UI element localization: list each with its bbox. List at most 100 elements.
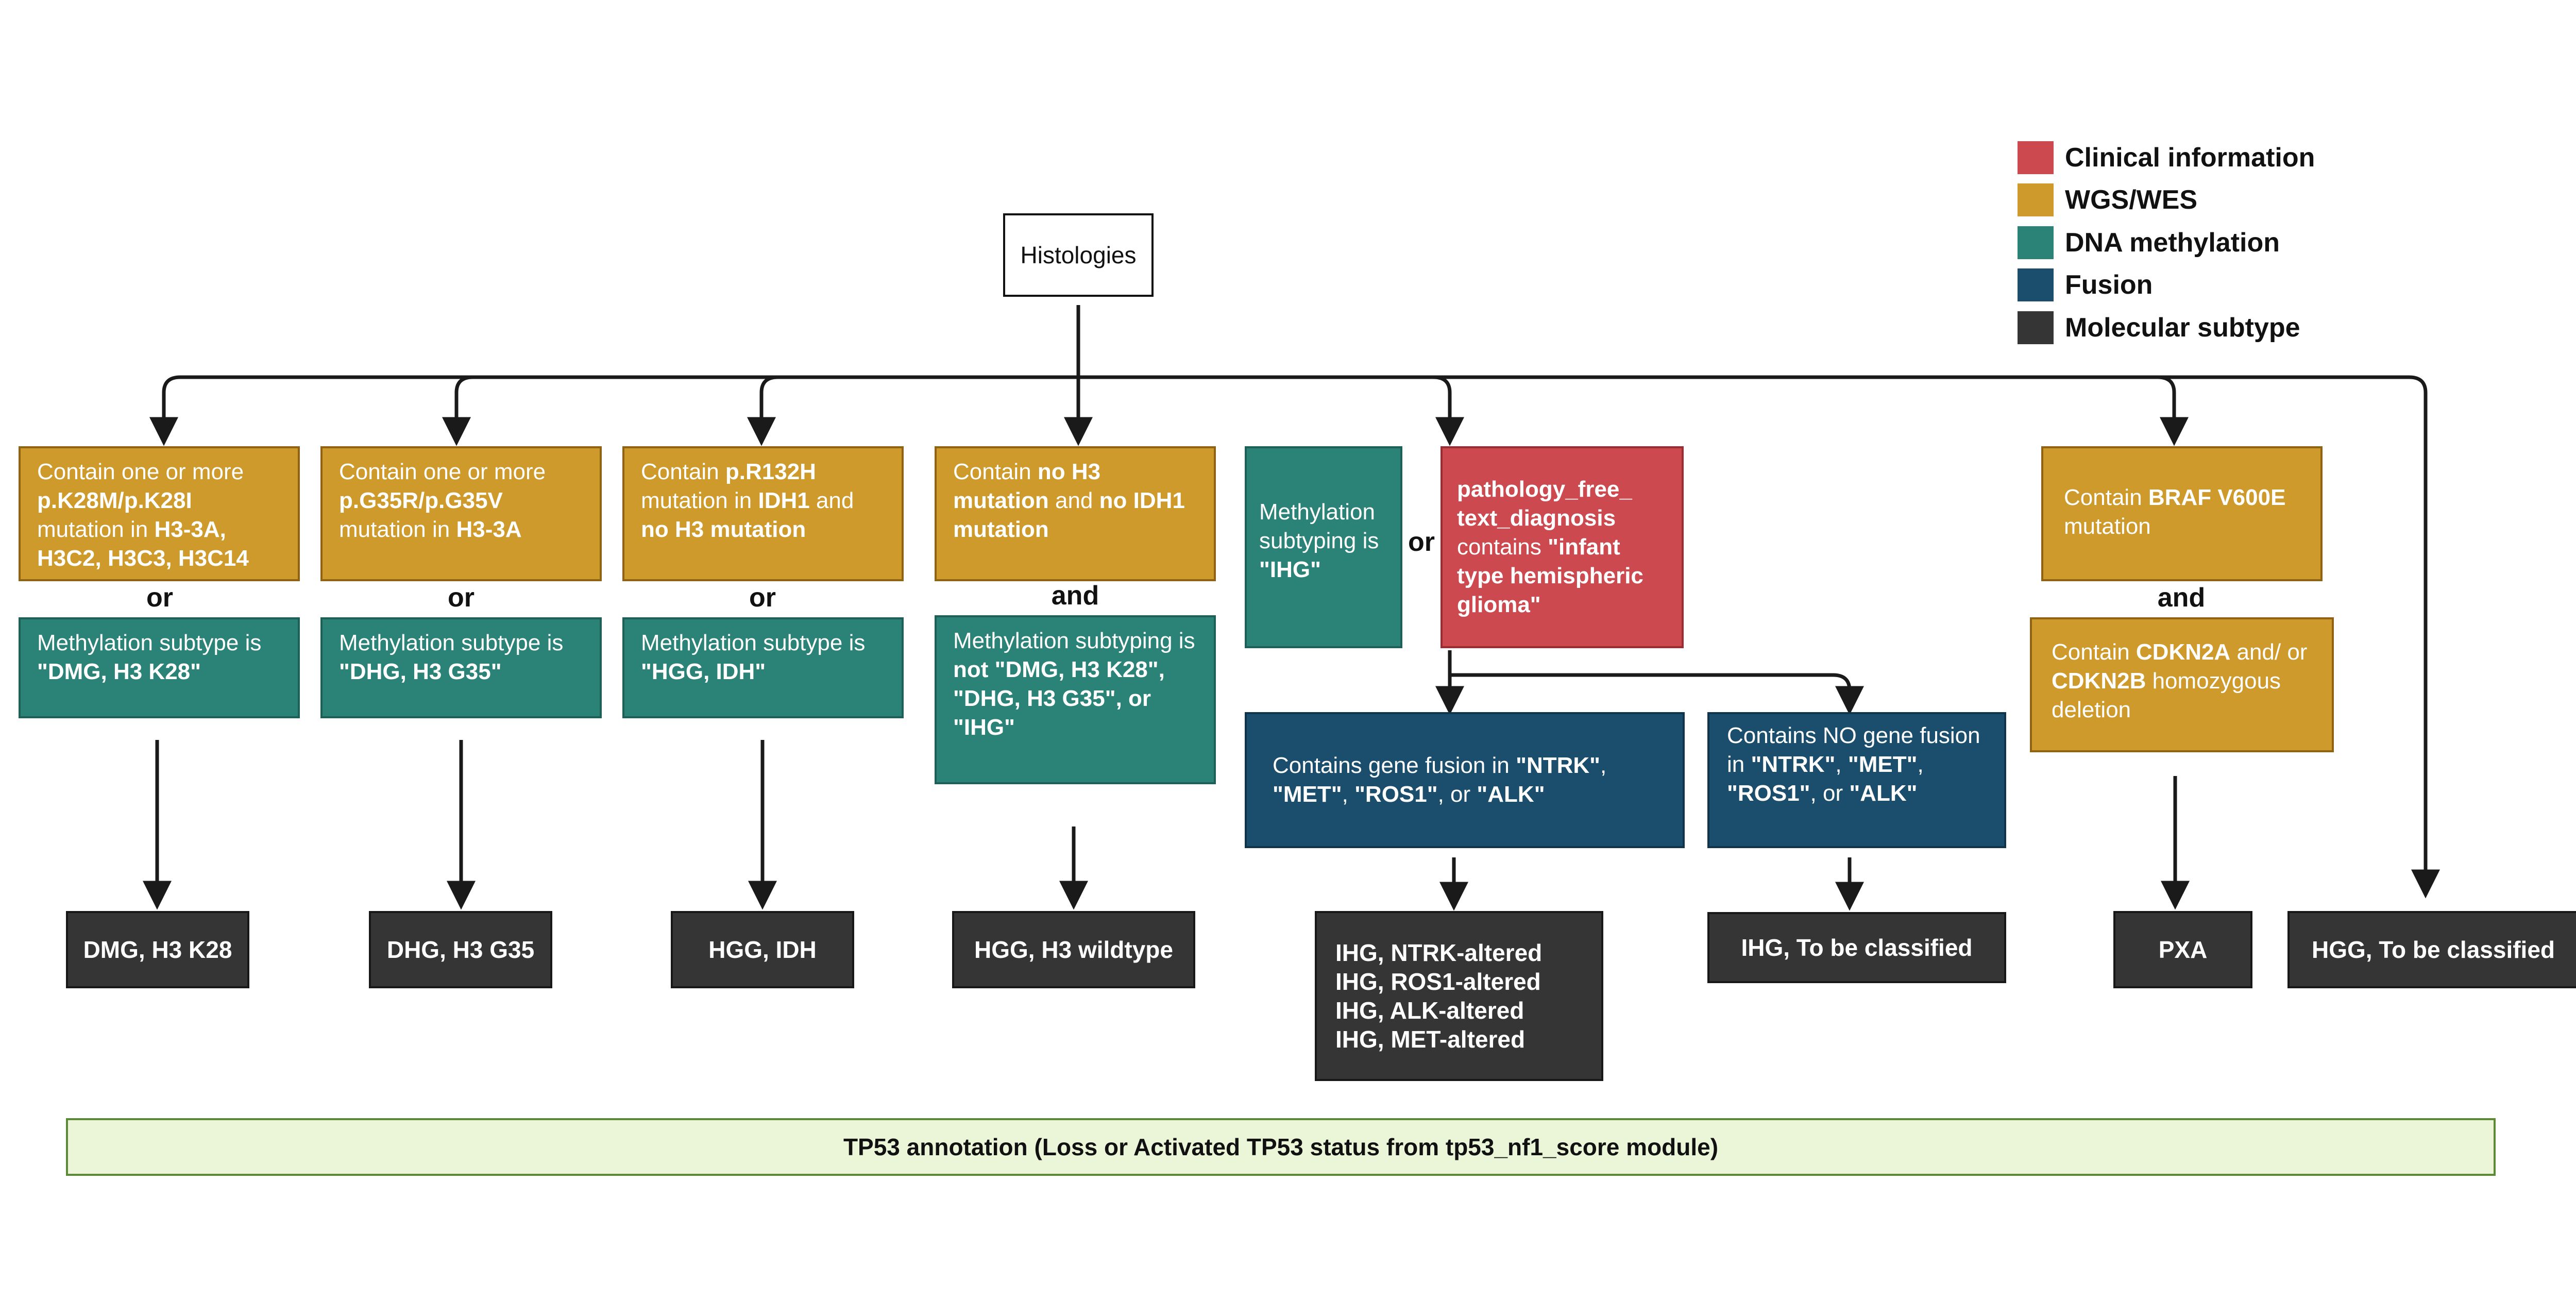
legend-item-molecular-subtype: Molecular subtype <box>2018 310 2300 346</box>
legend-swatch <box>2018 311 2054 344</box>
criterion-emphasis-text: CDKN2A <box>2136 639 2231 665</box>
criterion-emphasis-text: BRAF V600E <box>2148 485 2286 510</box>
ihg-methylation-criterion: Methylation subtyping is "IHG" <box>1245 446 1402 648</box>
criterion-emphasis-text: "MET" <box>1848 751 1918 777</box>
hgg-unclassified-result-label: HGG, To be classified <box>2311 936 2555 963</box>
criterion-emphasis-text: H3-3A, H3C2, H3C3, H3C14 <box>37 516 249 571</box>
legend-label: Clinical information <box>2065 143 2315 173</box>
criterion-emphasis-text: "ROS1" <box>1727 780 1810 806</box>
ihg-fusion-no-criterion: Contains NO gene fusion in "NTRK", "MET"… <box>1707 712 2006 848</box>
dmg-result: DMG, H3 K28 <box>66 911 249 988</box>
criterion-text: Contain <box>2064 485 2148 510</box>
criterion-text: Methylation subtype is <box>339 630 564 655</box>
criterion-emphasis-text: "IHG" <box>1259 556 1321 582</box>
criterion-emphasis-text: p.R132H <box>725 459 816 484</box>
criterion-text: mutation in <box>641 487 758 513</box>
criterion-text: homozygous deletion <box>2052 668 2281 722</box>
criterion-emphasis-text: p.G35R/p.G35V <box>339 487 503 513</box>
legend-item-wgs: WGS/WES <box>2018 182 2197 218</box>
criterion-text: mutation in <box>339 516 456 542</box>
dmg-connector: or <box>146 583 173 613</box>
idh-methylation-criterion: Methylation subtype is "HGG, IDH" <box>622 617 904 718</box>
criterion-text: , <box>1342 781 1355 807</box>
ihg-unclassified-result: IHG, To be classified <box>1707 912 2006 983</box>
wildtype-methylation-criterion: Methylation subtyping is not "DMG, H3 K2… <box>935 615 1216 784</box>
criterion-emphasis-text: "ALK" <box>1477 781 1545 807</box>
criterion-emphasis-text: p.K28M/p.K28I <box>37 487 192 513</box>
drop-pxa <box>2157 375 2189 446</box>
ihg-unclassified-result-label: IHG, To be classified <box>1741 934 1973 961</box>
criterion-text: , <box>1835 751 1848 777</box>
drop-ihg <box>1433 375 1464 446</box>
criterion-emphasis-text: CDKN2B <box>2052 668 2146 694</box>
legend-swatch <box>2018 268 2054 301</box>
wildtype-wgs-criterion: Contain no H3 mutation and no IDH1 mutat… <box>935 446 1216 581</box>
criterion-emphasis-text: not "DMG, H3 K28", "DHG, H3 G35", or "IH… <box>953 656 1165 740</box>
legend-item-clinical: Clinical information <box>2018 140 2315 176</box>
legend-label: DNA methylation <box>2065 228 2280 258</box>
pxa-connector: and <box>2157 583 2206 613</box>
dmg-methylation-criterion: Methylation subtype is "DMG, H3 K28" <box>19 617 300 718</box>
wildtype-result-label: HGG, H3 wildtype <box>974 936 1173 963</box>
dmg-result-label: DMG, H3 K28 <box>83 936 232 963</box>
criterion-text: , <box>1917 751 1924 777</box>
idh-result-label: HGG, IDH <box>708 936 817 963</box>
drop-idh <box>747 375 778 446</box>
criterion-text: and <box>1048 487 1099 513</box>
pxa-result-label: PXA <box>2158 936 2208 963</box>
legend-label: WGS/WES <box>2065 185 2198 215</box>
criterion-emphasis-text: "DHG, H3 G35" <box>339 659 502 684</box>
idh-wgs-criterion: Contain p.R132H mutation in IDH1 and no … <box>622 446 904 581</box>
criterion-emphasis-text: IDH1 <box>758 487 810 513</box>
dmg-wgs-criterion: Contain one or more p.K28M/p.K28I mutati… <box>19 446 300 581</box>
criterion-emphasis-text: "ROS1" <box>1354 781 1438 807</box>
criterion-text: Contain <box>2052 639 2136 665</box>
criterion-emphasis-text: "MET" <box>1273 781 1342 807</box>
criterion-text: Contains NO gene fusion in <box>1727 723 1980 777</box>
pxa-result: PXA <box>2113 911 2252 988</box>
criterion-text: mutation <box>2064 513 2151 539</box>
dhg-result: DHG, H3 G35 <box>369 911 552 988</box>
ihg-connector: or <box>1408 527 1435 557</box>
drop-unclassified <box>2409 375 2440 899</box>
wildtype-result: HGG, H3 wildtype <box>952 911 1195 988</box>
criterion-text: Contain <box>641 459 725 484</box>
ihg-clinical-criterion: pathology_free_ text_diagnosis contains … <box>1440 446 1684 648</box>
legend-item-methylation: DNA methylation <box>2018 225 2280 261</box>
pxa-cdkn2-criterion: Contain CDKN2A and/ or CDKN2B homozygous… <box>2030 617 2334 752</box>
idh-connector: or <box>749 583 776 613</box>
criterion-emphasis-text: pathology_free_ text_diagnosis <box>1457 477 1632 531</box>
criterion-text: Contain <box>953 459 1038 484</box>
criterion-text: Contain one or more <box>37 459 244 484</box>
criterion-emphasis-text: "infant type hemispheric glioma" <box>1457 534 1643 617</box>
criterion-text: , or <box>1437 781 1477 807</box>
ihg-fusion-yes-criterion: Contains gene fusion in "NTRK", "MET", "… <box>1245 712 1685 848</box>
legend-item-fusion: Fusion <box>2018 267 2153 303</box>
dhg-result-label: DHG, H3 G35 <box>386 936 535 963</box>
idh-result: HGG, IDH <box>671 911 854 988</box>
dhg-connector: or <box>448 583 474 613</box>
dhg-wgs-criterion: Contain one or more p.G35R/p.G35V mutati… <box>320 446 602 581</box>
criterion-text: mutation in <box>37 516 155 542</box>
criterion-text: Methylation subtype is <box>641 630 866 655</box>
histologies-box: Histologies <box>1003 213 1154 297</box>
criterion-emphasis-text: "NTRK" <box>1516 753 1601 778</box>
criterion-emphasis-text: no IDH1 mutation <box>953 487 1185 542</box>
tp53-annotation-label: TP53 annotation (Loss or Activated TP53 … <box>843 1134 1719 1160</box>
tp53-annotation-bar: TP53 annotation (Loss or Activated TP53 … <box>66 1118 2496 1176</box>
criterion-text: and <box>809 487 854 513</box>
legend-swatch <box>2018 183 2054 216</box>
criterion-text: Methylation subtyping is <box>1259 499 1379 553</box>
criterion-text: Methylation subtype is <box>37 630 262 655</box>
pxa-wgs-criterion: Contain BRAF V600E mutation <box>2041 446 2323 581</box>
criterion-emphasis-text: no H3 mutation <box>641 516 806 542</box>
criterion-text: contains <box>1457 534 1548 560</box>
drop-dmg <box>149 375 181 446</box>
dhg-methylation-criterion: Methylation subtype is "DHG, H3 G35" <box>320 617 602 718</box>
hgg-unclassified-result: HGG, To be classified <box>2287 911 2576 988</box>
criterion-emphasis-text: "ALK" <box>1849 780 1918 806</box>
ihg-altered-result-label: IHG, NTRK-altered IHG, ROS1-altered IHG,… <box>1335 939 1543 1053</box>
ihg-altered-result: IHG, NTRK-altered IHG, ROS1-altered IHG,… <box>1315 911 1603 1081</box>
